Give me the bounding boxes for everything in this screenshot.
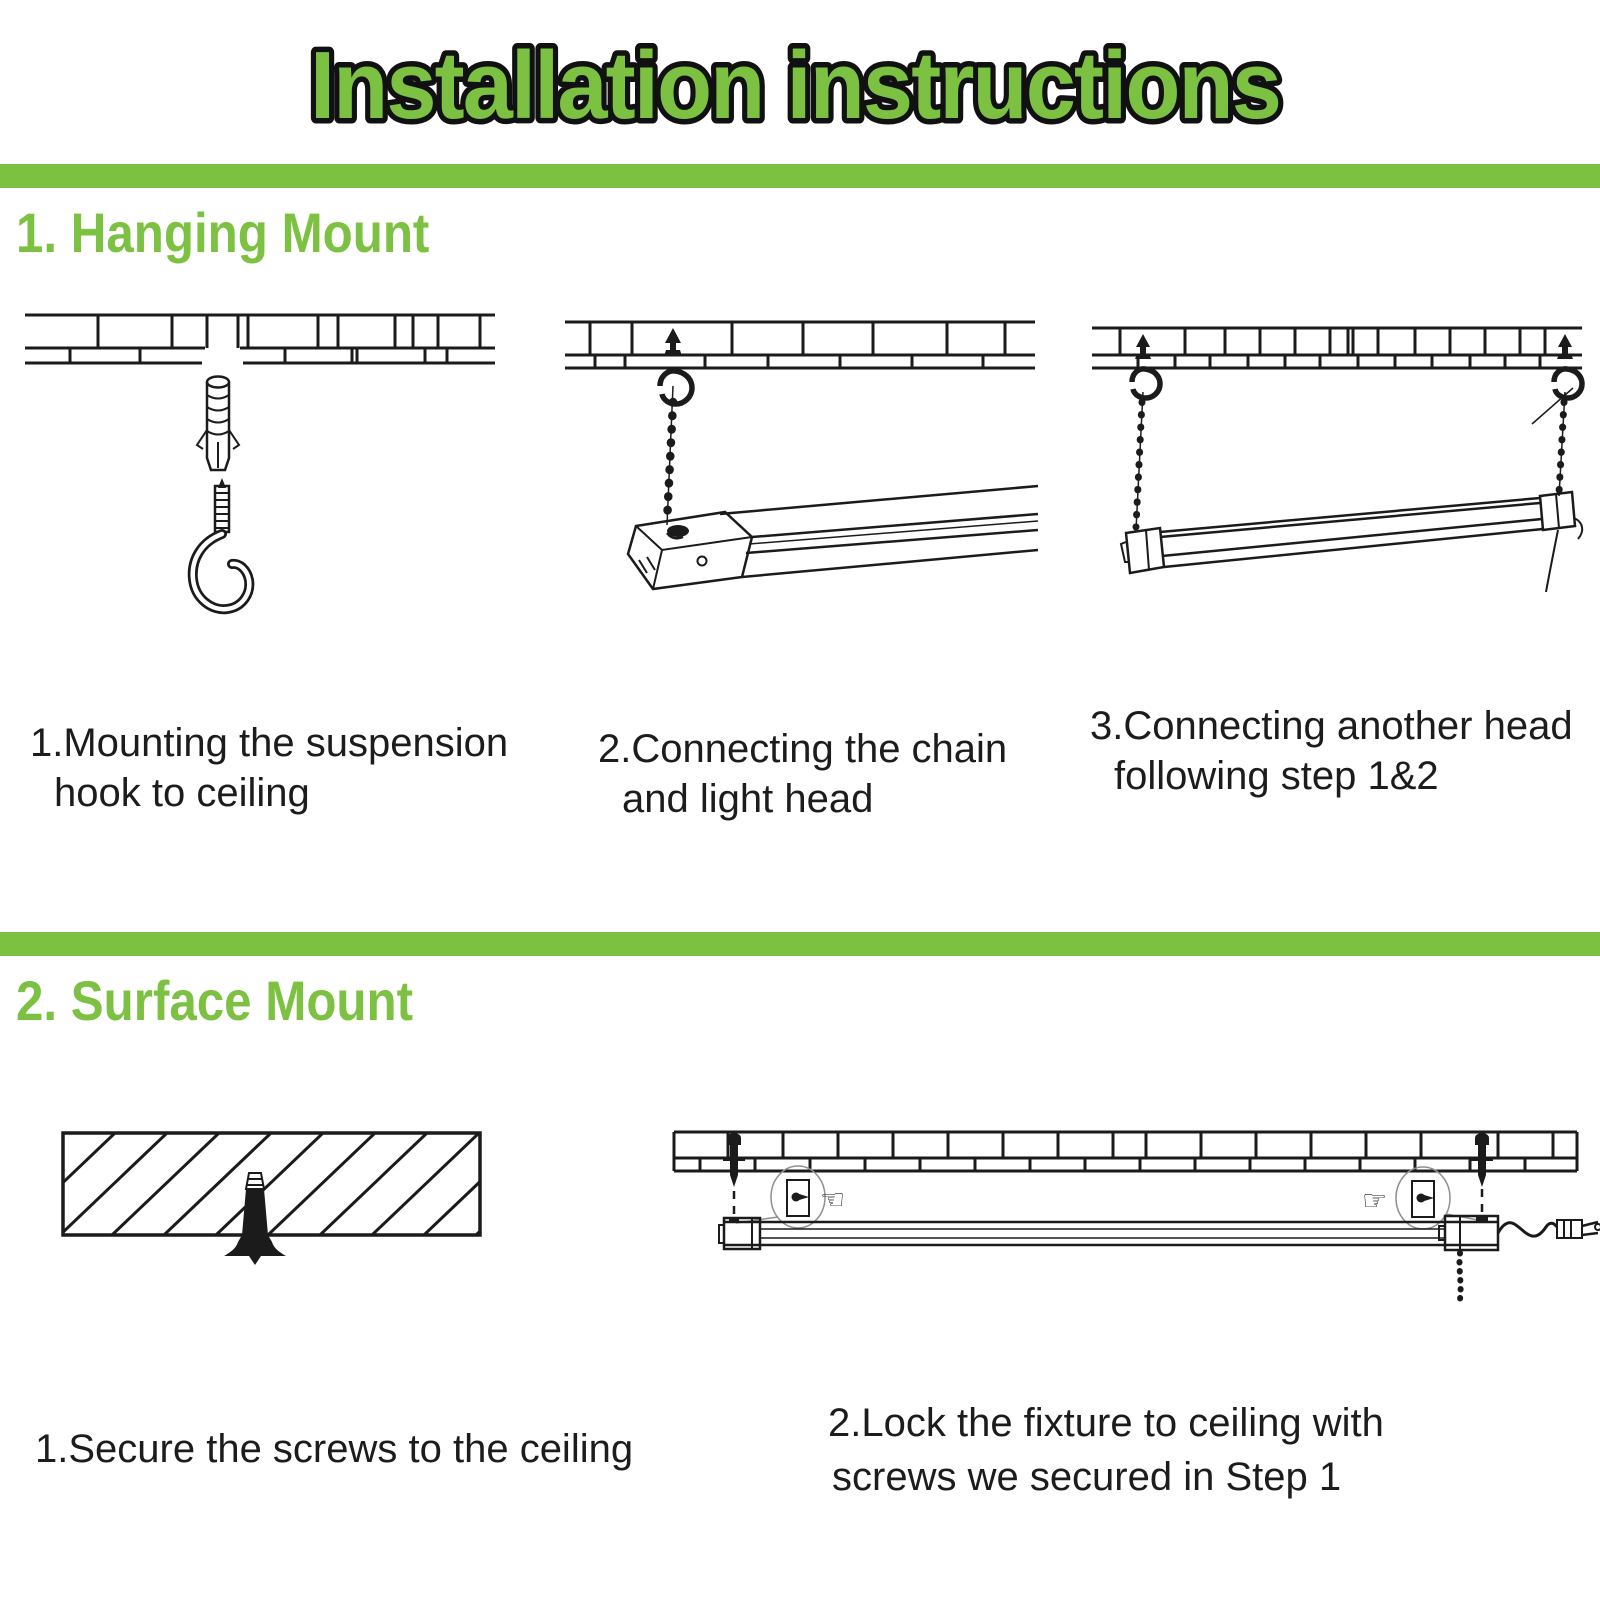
tube-light: [719, 484, 1039, 579]
ceiling: [25, 313, 495, 365]
pull-chain: [1456, 1250, 1464, 1308]
light-head: [626, 510, 754, 591]
pull-cord: [1545, 529, 1559, 593]
pointing-hand-icon: ☜: [820, 1183, 845, 1216]
section-divider: [0, 164, 1600, 188]
step-caption: 1.Secure the screws to the ceiling: [35, 1424, 633, 1474]
step-caption: 1.Mounting the suspension hook to ceilin…: [30, 718, 508, 818]
caption-line: 1.Secure the screws to the ceiling: [35, 1427, 634, 1471]
wall-anchor-icon: [195, 375, 241, 472]
hatched-ceiling: [61, 1131, 482, 1237]
mounting-screw-icon: [723, 1133, 745, 1187]
caption-line: 2.Lock the fixture to ceiling with: [828, 1401, 1384, 1445]
ceiling: [672, 1130, 1579, 1173]
ball-chain: [1555, 391, 1568, 497]
caption-line: and light head: [622, 777, 874, 821]
mounting-screw-icon: [1471, 1133, 1493, 1187]
caption-line: hook to ceiling: [54, 771, 310, 815]
page-title: Installation instructions: [305, 27, 1288, 145]
ceiling: [1092, 326, 1582, 370]
caption-line: 1.Mounting the suspension: [30, 721, 509, 765]
ceiling-hook-icon: [1129, 334, 1163, 401]
hook-screw-icon: [187, 478, 255, 615]
pointer-line: [1531, 387, 1574, 425]
tube-light: [1119, 490, 1584, 593]
tube-light-fixture: [718, 1214, 1500, 1252]
surface-step1-diagram: [61, 1131, 482, 1265]
section-heading-hanging-mount: 1. Hanging Mount: [16, 201, 430, 264]
ceiling-hook-icon: [1551, 334, 1585, 401]
ceiling-hook-icon: [657, 328, 695, 407]
caption-line: following step 1&2: [1114, 754, 1439, 798]
surface-step2-diagram: ☜ ☞: [672, 1130, 1600, 1308]
pointing-hand-icon: ☞: [1362, 1184, 1387, 1217]
hanging-step2-diagram: [565, 320, 1039, 591]
step-caption: 3.Connecting another head following step…: [1090, 701, 1573, 801]
caption-line: 3.Connecting another head: [1090, 704, 1573, 748]
ball-chain: [662, 385, 678, 527]
ball-chain: [1132, 391, 1146, 531]
hanging-step1-diagram: [25, 313, 495, 615]
section-divider: [0, 932, 1600, 956]
ceiling: [565, 320, 1035, 370]
step-caption: 2.Connecting the chain and light head: [598, 724, 1007, 824]
step-caption: 2.Lock the fixture to ceiling with screw…: [828, 1396, 1384, 1504]
page-title-text: Installation instructions: [310, 32, 1280, 139]
hanging-step3-diagram: [1092, 326, 1585, 593]
mounting-screw-icon: [224, 1172, 286, 1265]
cord-hook: [1573, 517, 1584, 540]
caption-line: 2.Connecting the chain: [598, 727, 1008, 771]
section-heading-surface-mount: 2. Surface Mount: [16, 969, 414, 1032]
caption-line: screws we secured in Step 1: [832, 1455, 1342, 1499]
power-cord-and-plug: [1496, 1219, 1600, 1239]
